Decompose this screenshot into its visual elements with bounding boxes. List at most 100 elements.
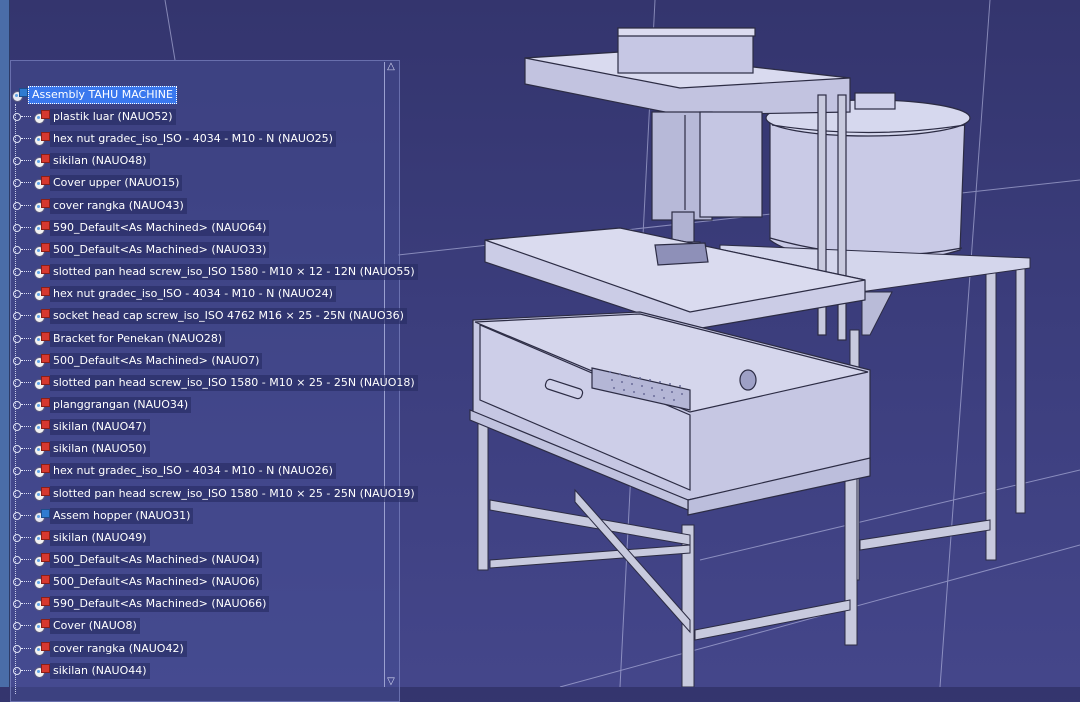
part-icon bbox=[34, 354, 50, 368]
tree-node[interactable]: sikilan (NAUO50) bbox=[12, 440, 150, 458]
part-icon bbox=[34, 420, 50, 434]
tree-node[interactable]: slotted pan head screw_iso_ISO 1580 - M1… bbox=[12, 374, 418, 392]
tree-node[interactable]: Cover (NAUO8) bbox=[12, 617, 140, 635]
3d-viewport[interactable] bbox=[0, 0, 1080, 687]
tree-node-label: sikilan (NAUO44) bbox=[50, 663, 150, 679]
tree-expand-icon[interactable] bbox=[12, 396, 34, 414]
tree-node[interactable]: hex nut gradec_iso_ISO - 4034 - M10 - N … bbox=[12, 285, 336, 303]
part-icon bbox=[34, 376, 50, 390]
tree-expand-icon[interactable] bbox=[12, 263, 34, 281]
tree-node-label: slotted pan head screw_iso_ISO 1580 - M1… bbox=[50, 264, 418, 280]
assembly-icon bbox=[12, 88, 28, 102]
tree-node-label: sikilan (NAUO50) bbox=[50, 441, 150, 457]
scroll-down-arrow-icon[interactable]: ▽ bbox=[387, 676, 395, 687]
tree-node-label: Bracket for Penekan (NAUO28) bbox=[50, 331, 226, 347]
tree-expand-icon[interactable] bbox=[12, 617, 34, 635]
tree-node-label: 500_Default<As Machined> (NAUO7) bbox=[50, 353, 263, 369]
part-icon bbox=[34, 221, 50, 235]
tree-expand-icon[interactable] bbox=[12, 507, 34, 525]
tree-node-label: planggrangan (NAUO34) bbox=[50, 397, 192, 413]
tree-node[interactable]: cover rangka (NAUO43) bbox=[12, 197, 187, 215]
tree-node[interactable]: plastik luar (NAUO52) bbox=[12, 108, 176, 126]
tree-node-label: hex nut gradec_iso_ISO - 4034 - M10 - N … bbox=[50, 286, 336, 302]
part-icon bbox=[34, 575, 50, 589]
part-icon bbox=[34, 265, 50, 279]
tree-node[interactable]: sikilan (NAUO49) bbox=[12, 529, 150, 547]
tree-node-label: cover rangka (NAUO42) bbox=[50, 641, 187, 657]
tree-node[interactable]: socket head cap screw_iso_ISO 4762 M16 ×… bbox=[12, 307, 407, 325]
tree-expand-icon[interactable] bbox=[12, 307, 34, 325]
tree-expand-icon[interactable] bbox=[12, 462, 34, 480]
part-icon bbox=[34, 597, 50, 611]
tree-node-label: socket head cap screw_iso_ISO 4762 M16 ×… bbox=[50, 308, 407, 324]
part-icon bbox=[34, 398, 50, 412]
part-icon bbox=[34, 464, 50, 478]
press-unit bbox=[524, 27, 851, 341]
part-icon bbox=[34, 332, 50, 346]
tree-expand-icon[interactable] bbox=[12, 662, 34, 680]
tree-expand-icon[interactable] bbox=[12, 130, 34, 148]
part-icon bbox=[34, 199, 50, 213]
tree-node[interactable]: 500_Default<As Machined> (NAUO33) bbox=[12, 241, 270, 259]
tree-expand-icon[interactable] bbox=[12, 529, 34, 547]
tree-node-label: hex nut gradec_iso_ISO - 4034 - M10 - N … bbox=[50, 463, 336, 479]
frame bbox=[477, 257, 1026, 687]
tree-root-node[interactable]: Assembly TAHU MACHINE bbox=[12, 86, 177, 104]
tree-node[interactable]: 500_Default<As Machined> (NAUO6) bbox=[12, 573, 263, 591]
tree-node-label: sikilan (NAUO48) bbox=[50, 153, 150, 169]
tree-node[interactable]: cover rangka (NAUO42) bbox=[12, 640, 187, 658]
tree-node[interactable]: sikilan (NAUO48) bbox=[12, 152, 150, 170]
tree-expand-icon[interactable] bbox=[12, 174, 34, 192]
part-icon bbox=[34, 287, 50, 301]
tree-expand-icon[interactable] bbox=[12, 418, 34, 436]
tree-expand-icon[interactable] bbox=[12, 640, 34, 658]
tree-node[interactable]: 590_Default<As Machined> (NAUO66) bbox=[12, 595, 270, 613]
tree-expand-icon[interactable] bbox=[12, 440, 34, 458]
tree-node[interactable]: Assem hopper (NAUO31) bbox=[12, 507, 194, 525]
perforated-tray bbox=[609, 371, 683, 401]
tree-expand-icon[interactable] bbox=[12, 374, 34, 392]
tree-expand-icon[interactable] bbox=[12, 551, 34, 569]
part-icon bbox=[34, 442, 50, 456]
tree-node[interactable]: Cover upper (NAUO15) bbox=[12, 174, 183, 192]
tree-expand-icon[interactable] bbox=[12, 285, 34, 303]
tree-expand-icon[interactable] bbox=[12, 152, 34, 170]
scroll-up-arrow-icon[interactable]: △ bbox=[387, 61, 395, 72]
part-icon bbox=[34, 309, 50, 323]
tree-node[interactable]: sikilan (NAUO47) bbox=[12, 418, 150, 436]
hopper-tub bbox=[765, 92, 971, 265]
tree-expand-icon[interactable] bbox=[12, 485, 34, 503]
tree-expand-icon[interactable] bbox=[12, 108, 34, 126]
tree-node-label: Cover upper (NAUO15) bbox=[50, 175, 183, 191]
hopper-chute bbox=[861, 291, 893, 336]
tree-node[interactable]: 500_Default<As Machined> (NAUO7) bbox=[12, 352, 263, 370]
tree-node[interactable]: slotted pan head screw_iso_ISO 1580 - M1… bbox=[12, 263, 418, 281]
window-left-border bbox=[0, 0, 10, 687]
tree-node[interactable]: sikilan (NAUO44) bbox=[12, 662, 150, 680]
tree-node-label: sikilan (NAUO49) bbox=[50, 530, 150, 546]
tree-node[interactable]: Bracket for Penekan (NAUO28) bbox=[12, 330, 226, 348]
tree-expand-icon[interactable] bbox=[12, 352, 34, 370]
part-icon bbox=[34, 176, 50, 190]
tree-expand-icon[interactable] bbox=[12, 330, 34, 348]
tree-expand-icon[interactable] bbox=[12, 573, 34, 591]
machine-model[interactable] bbox=[0, 0, 1080, 687]
tree-node[interactable]: slotted pan head screw_iso_ISO 1580 - M1… bbox=[12, 485, 418, 503]
tree-node[interactable]: 500_Default<As Machined> (NAUO4) bbox=[12, 551, 263, 569]
tree-scrollbar[interactable]: △ ▽ bbox=[384, 62, 398, 687]
tree-node[interactable]: planggrangan (NAUO34) bbox=[12, 396, 192, 414]
tree-expand-icon[interactable] bbox=[12, 595, 34, 613]
tree-node-label: 590_Default<As Machined> (NAUO66) bbox=[50, 596, 270, 612]
tree-node[interactable]: hex nut gradec_iso_ISO - 4034 - M10 - N … bbox=[12, 130, 336, 148]
tree-expand-icon[interactable] bbox=[12, 197, 34, 215]
assembly-icon bbox=[34, 509, 50, 523]
tree-expand-icon[interactable] bbox=[12, 241, 34, 259]
tree-node[interactable]: hex nut gradec_iso_ISO - 4034 - M10 - N … bbox=[12, 462, 336, 480]
part-icon bbox=[34, 531, 50, 545]
part-icon bbox=[34, 243, 50, 257]
tree-expand-icon[interactable] bbox=[12, 219, 34, 237]
tree-node-label: Assem hopper (NAUO31) bbox=[50, 508, 194, 524]
tree-node[interactable]: 590_Default<As Machined> (NAUO64) bbox=[12, 219, 270, 237]
tree-node-label: slotted pan head screw_iso_ISO 1580 - M1… bbox=[50, 486, 418, 502]
part-icon bbox=[34, 664, 50, 678]
